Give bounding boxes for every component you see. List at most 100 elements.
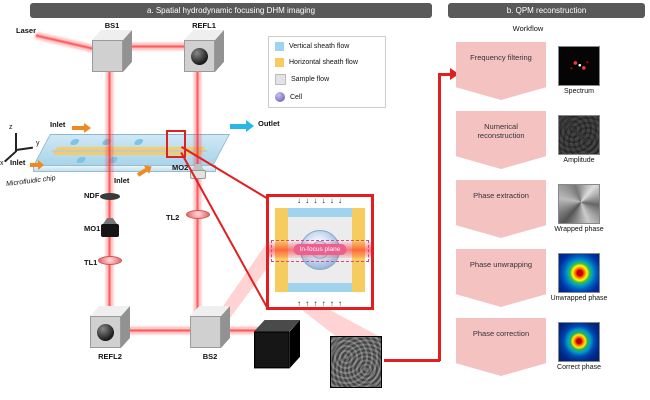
cube-right-face [221, 306, 230, 348]
workflow-step-numerical-reconstruction: Numerical reconstruction [456, 111, 546, 169]
outlet-arrow-icon [230, 120, 254, 132]
cube-top-face [184, 30, 224, 40]
cube-top-face [92, 30, 132, 40]
spectrum-image [558, 46, 600, 86]
chip-top-face [32, 134, 231, 166]
chip-label: Microfluidic chip [5, 174, 57, 189]
axis-x-label: x [0, 160, 4, 167]
zoom-connector-line [180, 152, 269, 310]
wrapped-phase-caption: Wrapped phase [554, 226, 604, 233]
beam-bs1-down [107, 60, 112, 322]
horizontal-sheath-swatch [275, 58, 284, 67]
beam-bs2-camera [220, 328, 262, 333]
amplitude-caption: Amplitude [563, 157, 595, 164]
laser-label: Laser [16, 26, 37, 35]
objective-body [190, 170, 206, 179]
hologram-image [330, 336, 382, 388]
outlet-label: Outlet [258, 119, 280, 128]
inlet-bottom-label: Inlet [114, 176, 130, 185]
ndf-label: NDF [84, 191, 100, 200]
tl1-lens [98, 256, 122, 265]
step-label: Numerical reconstruction [477, 122, 525, 141]
panel-a-header: a. Spatial hydrodynamic focusing DHM ima… [30, 3, 432, 18]
sample-flow-swatch [275, 74, 286, 85]
refl1-cube [184, 30, 224, 72]
refl1-label: REFL1 [192, 21, 216, 30]
mo2-label: MO2 [172, 163, 189, 172]
step-label: Phase unwrapping [469, 260, 533, 269]
objective-tip [192, 164, 204, 170]
cube-front-face [190, 316, 221, 348]
amplitude-image [558, 115, 600, 155]
mo2-objective [190, 164, 206, 180]
beam-refl2-bs2 [112, 328, 196, 333]
legend-item: Cell [275, 92, 379, 102]
objective-body [101, 224, 119, 237]
tl1-label: TL1 [84, 258, 98, 267]
workflow-step-phase-extraction: Phase extraction [456, 180, 546, 238]
sheath-blue-top [288, 208, 352, 217]
legend-label: Cell [290, 93, 303, 101]
wrapped-phase-image [558, 184, 600, 224]
axis-z-label: z [9, 124, 13, 131]
unwrapped-phase-caption: Unwrapped phase [550, 295, 608, 302]
legend-box: Vertical sheath flow Horizontal sheath f… [268, 36, 386, 108]
bs2-label: BS2 [202, 352, 218, 361]
in-focus-plane-label: In-focus plane [293, 244, 347, 255]
tl2-label: TL2 [166, 213, 180, 222]
bs1-label: BS1 [104, 21, 120, 30]
arrow-head [246, 120, 254, 132]
workflow-step-phase-correction: Phase correction [456, 318, 546, 376]
mo1-label: MO1 [84, 224, 101, 233]
beam-cone-hologram [302, 310, 382, 338]
workflow-step-phase-unwrapping: Phase unwrapping [456, 249, 546, 307]
workflow-label: Workflow [512, 24, 544, 33]
step-label: Frequency filtering [470, 53, 532, 62]
beam-bs1-refl1 [110, 44, 198, 49]
mirror-icon [191, 48, 208, 65]
camera-cube [254, 320, 300, 369]
cube-front-face [92, 40, 123, 72]
legend-item: Horizontal sheath flow [275, 58, 379, 67]
refl2-cube [90, 306, 130, 348]
cube-right-face [121, 306, 130, 348]
arrow-head [38, 160, 44, 170]
step-label: Phase correction [472, 329, 530, 338]
beam-refl1-down [195, 64, 200, 322]
workflow-step-frequency-filtering: Frequency filtering [456, 42, 546, 100]
ndf-filter [100, 193, 120, 200]
flow-line-vertical [438, 73, 441, 361]
cube-top-face [90, 306, 130, 316]
axis-y-label: y [36, 140, 40, 147]
axis-z-line [15, 133, 17, 152]
unwrapped-phase-image [558, 253, 600, 293]
cube-top-face [190, 306, 230, 316]
arrow-shaft [30, 163, 38, 167]
down-arrows-icon: ↓ ↓ ↓ ↓ ↓ ↓ [296, 196, 344, 205]
chip-channel-dot [69, 139, 81, 145]
correct-phase-image [558, 322, 600, 362]
cube-top-face [254, 320, 300, 332]
flow-line-horizontal-top [438, 73, 451, 76]
correct-phase-caption: Correct phase [557, 364, 601, 371]
chip-channel-dot [133, 139, 145, 145]
cube-front-face [254, 331, 290, 369]
axis-y-line [15, 146, 33, 151]
chip-front-edge [33, 165, 216, 172]
legend-label: Sample flow [291, 76, 330, 83]
inlet-left-label: Inlet [10, 158, 26, 167]
legend-item: Vertical sheath flow [275, 42, 379, 51]
inlet-top-label: Inlet [50, 120, 66, 129]
cube-front-face [90, 316, 121, 348]
inlet-top-arrow-icon [72, 123, 91, 133]
arrow-shaft [72, 126, 84, 130]
tl2-lens [186, 210, 210, 219]
step-label: Phase extraction [473, 191, 529, 200]
cube-right-face [123, 30, 132, 72]
flow-arrow-head-icon [450, 68, 459, 80]
inset-zoom-box: ↓ ↓ ↓ ↓ ↓ ↓ In-focus plane ↑ ↑ ↑ ↑ ↑ ↑ [266, 194, 374, 310]
cube-right-face [289, 320, 300, 369]
cube-right-face [215, 30, 224, 72]
chip-channel-dot [75, 157, 87, 163]
